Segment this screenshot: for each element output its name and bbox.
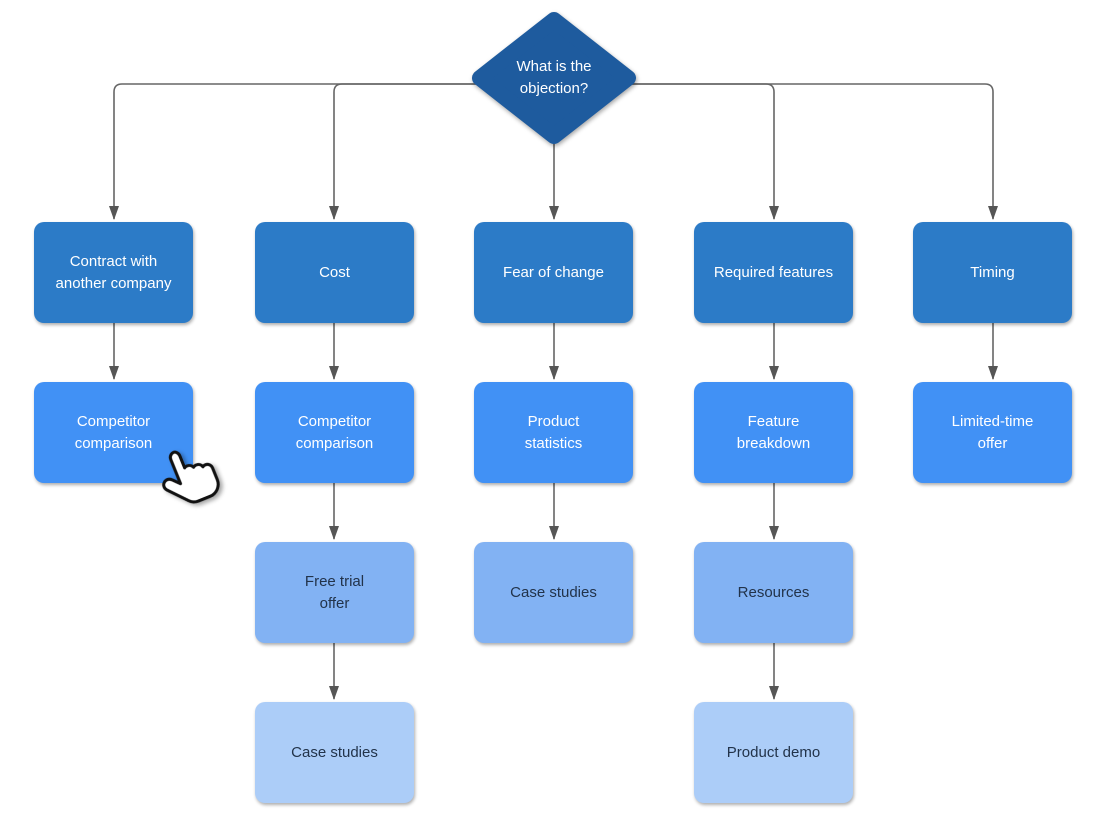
node-label: Resources [737,583,810,601]
node-label: Competitor comparison [295,412,374,452]
node-label: Fear of change [503,263,604,281]
node-timing[interactable]: Timing [913,222,1072,323]
node-label: Competitor comparison [74,412,153,452]
node-case-studies-cost[interactable]: Case studies [255,702,414,803]
node-feature-breakdown[interactable]: Feature breakdown [694,382,853,483]
node-product-statistics[interactable]: Product statistics [474,382,633,483]
node-label: Product demo [726,743,821,761]
node-required-features[interactable]: Required features [694,222,853,323]
node-label: Timing [970,263,1015,281]
decision-label: What is the objection? [516,58,592,97]
node-label: Contract with another company [55,252,172,292]
decision-diamond-icon [472,12,636,144]
node-competitor-comparison-contract[interactable]: Competitor comparison [34,382,193,483]
node-product-demo[interactable]: Product demo [694,702,853,803]
node-label: Required features [713,263,834,281]
node-label: Case studies [291,743,378,761]
node-contract-with-another-company[interactable]: Contract with another company [34,222,193,323]
decision-diamond-shape [472,12,636,144]
decision-node[interactable]: What is the objection? [470,10,638,146]
node-resources[interactable]: Resources [694,542,853,643]
node-label: Cost [319,263,350,281]
node-label: Case studies [510,583,597,601]
node-competitor-comparison-cost[interactable]: Competitor comparison [255,382,414,483]
node-label: Free trial offer [304,572,365,612]
node-fear-of-change[interactable]: Fear of change [474,222,633,323]
node-label: Product statistics [524,412,583,452]
node-limited-time-offer[interactable]: Limited-time offer [913,382,1072,483]
node-label: Feature breakdown [736,412,811,452]
node-cost[interactable]: Cost [255,222,414,323]
node-label: Limited-time offer [951,412,1034,452]
node-free-trial-offer[interactable]: Free trial offer [255,542,414,643]
node-case-studies-fear[interactable]: Case studies [474,542,633,643]
